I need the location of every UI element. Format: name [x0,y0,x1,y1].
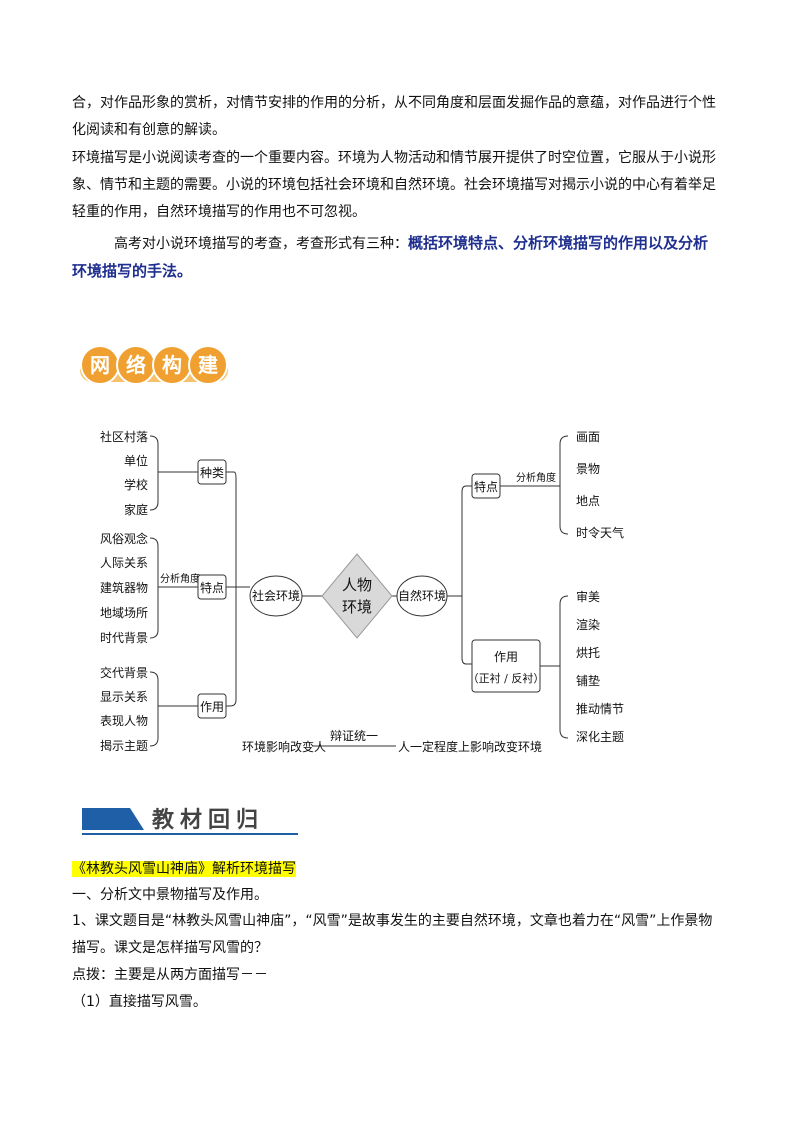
bracket-zuoyong-items [149,671,159,747]
tedian-right-item: 时令天气 [576,525,624,540]
svg-text:作用: 作用 [200,700,224,714]
zuoyong-right-item: 推动情节 [576,702,624,716]
intro-paragraph-2: 环境描写是小说阅读考查的一个重要内容。环境为人物活动和情节展开提供了时空位置，它… [72,150,716,220]
banner2-block [82,808,144,830]
bottom-mid-label: 辩证统一 [330,729,378,743]
natural-environment-node: 自然环境 [396,575,448,617]
zhonglei-item: 学校 [124,477,148,492]
tedian-item: 地域场所 [100,606,148,620]
svg-text:建: 建 [198,353,218,377]
svg-text:网: 网 [90,353,110,377]
svg-text:自然环境: 自然环境 [398,588,446,603]
svg-text:人物: 人物 [342,576,372,594]
tedian-item: 风俗观念 [100,531,148,546]
banner-circle-1: 网 [80,345,120,385]
center-diamond-node: 人物 环境 [321,553,393,639]
zuoyong-right-item: 铺垫 [576,673,600,688]
section-heading: 《林教头风雪山神庙》解析环境描写 [72,856,296,883]
banner-circle-2: 络 [116,345,156,385]
intro-paragraph-3-text: 高考对小说环境描写的考查，考查形式有三种： [114,236,408,252]
tedian-item: 人际关系 [100,556,148,570]
svg-text:环境: 环境 [342,598,372,616]
svg-text:构: 构 [162,353,182,377]
tedian-right-item: 景物 [576,462,600,476]
tedian-right-box: 特点 [471,473,501,499]
svg-text:络: 络 [126,353,146,377]
intro-paragraph-3-emphasis: 概括环境特点、分析环境描写的作用以及分析环境描写的手法。 [72,234,709,280]
section-line-3: 点拨：主要是从两方面描写－－ [72,967,268,983]
tedian-left-box: 特点 [197,574,227,600]
zhonglei-item: 家庭 [124,502,148,517]
bracket-tedian-items [149,537,159,639]
zhonglei-item: 单位 [124,453,148,468]
svg-text:种类: 种类 [200,466,224,480]
intro-paragraph-1: 合，对作品形象的赏析，对情节安排的作用的分析，从不同角度和层面发掘作品的意蕴，对… [72,95,716,138]
bracket-categories [226,471,237,707]
svg-text:特点: 特点 [474,479,498,494]
bottom-right-label: 人一定程度上影响改变环境 [398,739,542,754]
svg-text:社会环境: 社会环境 [252,588,300,603]
zuoyong-item: 揭示主题 [100,738,148,753]
zuoyong-right-item: 渲染 [576,617,600,632]
zuoyong-item: 显示关系 [100,690,148,704]
zuoyong-right-item: 深化主题 [576,730,624,744]
banner2-title: 教材回归 [152,807,264,833]
bracket-zuoyong-right-items [559,595,569,739]
zhonglei-item: 社区村落 [100,429,148,444]
social-environment-node: 社会环境 [249,575,303,617]
section-heading-text: 《林教头风雪山神庙》解析环境描写 [72,861,296,877]
svg-text:（正衬 / 反衬）: （正衬 / 反衬） [468,672,545,685]
zuoyong-item: 交代背景 [100,665,148,680]
zuoyong-right-item: 审美 [576,589,600,604]
zhonglei-box: 种类 [197,459,227,485]
section-line-4: （1）直接描写风雪。 [72,994,207,1010]
section-line-2: 1、课文题目是“林教头风雪山神庙”，“风雪”是故事发生的主要自然环境，文章也着力… [72,913,713,956]
svg-text:特点: 特点 [200,580,224,595]
banner-circle-3: 构 [152,345,192,385]
tedian-item: 建筑器物 [100,580,148,595]
fenxi-jiaodu-right-label: 分析角度 [516,471,556,484]
section-banner-network: 网 络 构 建 [80,345,228,385]
svg-text:作用: 作用 [494,650,518,664]
zuoyong-right-item: 烘托 [576,646,600,660]
section-line-1: 一、分析文中景物描写及作用。 [72,887,268,903]
banner-circle-4: 建 [188,345,228,385]
fenxi-jiaodu-left-label: 分析角度 [160,572,200,585]
zuoyong-right-box: 作用 （正衬 / 反衬） [468,639,545,693]
section-banner-textbook: 教材回归 [82,807,298,835]
tedian-item: 时代背景 [100,631,148,645]
mind-map-diagram: 社区村落 单位 学校 家庭 风俗观念 人际关系 建筑器物 地域场所 时代背景 交… [100,429,624,754]
zuoyong-left-box: 作用 [197,693,227,719]
bracket-right-categories [461,485,472,665]
zuoyong-item: 表现人物 [100,714,148,728]
bottom-left-label: 环境影响改变人 [242,739,326,754]
bracket-tedian-right-items [559,435,569,535]
tedian-right-item: 画面 [576,430,600,444]
intro-paragraph-3: 高考对小说环境描写的考查，考查形式有三种：概括环境特点、分析环境描写的作用以及分… [72,230,722,286]
bracket-zhonglei-items [149,435,159,511]
tedian-right-item: 地点 [576,494,600,508]
